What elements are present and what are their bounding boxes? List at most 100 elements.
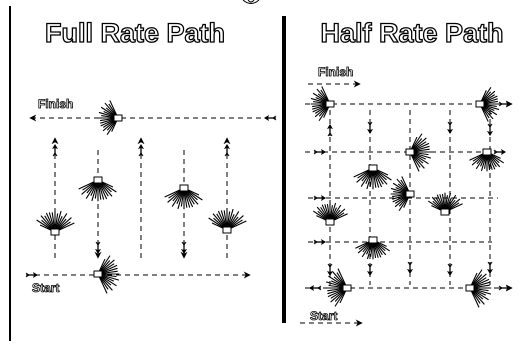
arrow-tail [329, 132, 333, 137]
top-ornament-icon [242, 0, 260, 4]
arrow-head [327, 271, 333, 276]
sprinkler-fan-icon [390, 176, 415, 212]
arrow-tail [449, 121, 453, 126]
sprinkler-body [222, 226, 232, 234]
sprinkler-body [179, 184, 189, 192]
sprinkler-fan-icon [465, 269, 492, 308]
arrow-tail [447, 263, 451, 268]
arrow-tail [487, 123, 491, 128]
arrow-icon [138, 144, 144, 157]
sprinkler-body [440, 208, 450, 216]
arrow-head [33, 272, 38, 278]
arrow-icon [447, 121, 453, 134]
arrow-head [321, 239, 326, 245]
sprinkler-body [325, 100, 335, 108]
arrow-icon [367, 121, 373, 134]
sprinkler-body [93, 270, 103, 278]
sprinkler-body [342, 284, 352, 292]
arrow-tail [272, 117, 277, 121]
arrow-tail [317, 287, 322, 291]
sprinkler-fan-icon [164, 184, 203, 210]
sprinkler-fan-icon [78, 176, 117, 202]
arrow-icon [309, 285, 322, 291]
sprinkler-fan-icon [312, 202, 348, 226]
arrow-tail [181, 241, 185, 246]
arrow-head [487, 131, 493, 136]
right-finish-label: Finish [318, 65, 353, 79]
arrow-tail [327, 263, 331, 268]
sprinkler-body [93, 176, 103, 184]
arrow-tail [25, 272, 30, 276]
sprinkler-heads [36, 86, 505, 308]
arrow-icon [498, 285, 511, 291]
arrow-head [309, 285, 314, 291]
arrow-tail [226, 152, 230, 157]
arrow-tail [407, 261, 411, 266]
arrow-icon [224, 144, 230, 157]
arrow-tail [369, 263, 373, 268]
arrow-tail [317, 285, 322, 289]
arrow-tail [97, 241, 101, 246]
arrow-head [224, 144, 230, 149]
arrow-head [327, 124, 333, 129]
arrow-tail [313, 241, 318, 245]
sprinkler-body [368, 236, 378, 244]
sprinkler-fan-icon [98, 100, 123, 136]
sprinkler-fan-icon [405, 133, 432, 172]
arrow-tail [313, 151, 318, 155]
sprinkler-fan-icon [325, 268, 352, 307]
arrow-head [264, 115, 269, 121]
arrow-icon [327, 263, 333, 276]
sprinkler-fan-icon [353, 164, 392, 190]
arrow-tail [329, 263, 333, 268]
arrow-tail [493, 149, 498, 153]
arrow-tail [487, 261, 491, 266]
arrow-icon [25, 272, 38, 278]
arrow-tail [489, 261, 493, 266]
sprinkler-fan-icon [93, 255, 120, 294]
arrow-tail [449, 263, 453, 268]
sprinkler-fan-icon [427, 192, 463, 216]
sprinkler-body [482, 148, 492, 156]
arrow-tail [224, 152, 228, 157]
arrow-icon [313, 239, 326, 245]
right-start-label: Start [310, 309, 337, 323]
arrow-head [321, 149, 326, 155]
arrow-head [506, 285, 511, 291]
arrow-tail [313, 239, 318, 243]
arrow-tail [140, 152, 144, 157]
arrow-icon [52, 144, 58, 157]
arrow-tail [409, 261, 413, 266]
left-finish-label: Finish [38, 97, 73, 111]
arrow-head [181, 249, 187, 254]
arrow-tail [52, 152, 56, 157]
arrow-tail [367, 263, 371, 268]
arrow-tail [498, 101, 503, 105]
arrow-head [407, 269, 413, 274]
arrow-tail [313, 197, 318, 201]
sprinkler-fan-icon [208, 208, 247, 234]
arrow-head [506, 101, 511, 107]
left-path-lines [26, 114, 270, 279]
arrow-head [367, 271, 373, 276]
arrow-icon [447, 263, 453, 276]
arrow-head [487, 269, 493, 274]
arrow-head [321, 195, 326, 201]
left-start-label: Start [32, 281, 59, 295]
arrow-icon [487, 261, 493, 274]
sprinkler-fan-icon [475, 86, 500, 122]
arrow-head [447, 129, 453, 134]
left-panel-title: Full Rate Path [45, 18, 225, 48]
arrow-head [447, 271, 453, 276]
arrow-icon [407, 261, 413, 274]
sprinkler-body [405, 190, 415, 198]
panel-frame [9, 6, 286, 341]
arrow-tail [95, 241, 99, 246]
arrow-icon [367, 263, 373, 276]
arrow-tail [493, 151, 498, 155]
arrow-icon [493, 149, 506, 155]
arrow-tail [498, 285, 503, 289]
arrow-tail [25, 274, 30, 278]
